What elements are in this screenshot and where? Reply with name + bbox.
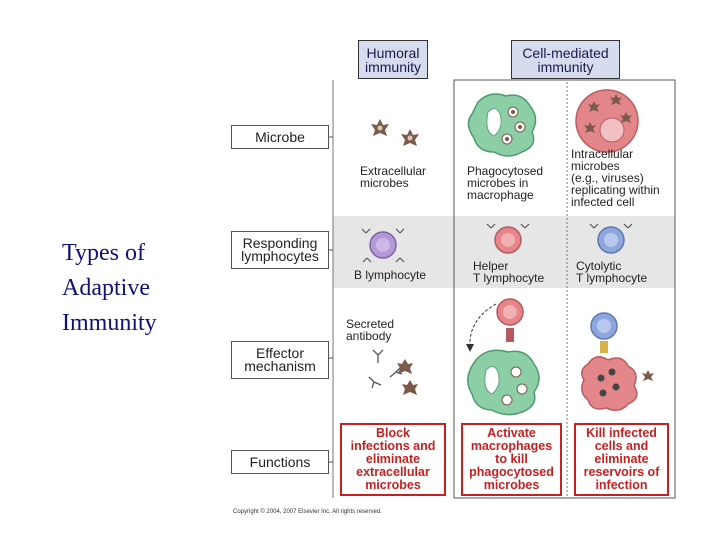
extracellular-microbe-icon <box>371 119 389 136</box>
function-cytolytic: Kill infected cells and eliminate reserv… <box>574 423 669 496</box>
extracellular-microbe-icon <box>401 129 419 146</box>
released-microbe-icon <box>642 370 654 381</box>
cell-mediated-immunity-header: Cell-mediated immunity <box>511 40 620 79</box>
activated-t-cell-icon <box>496 298 524 342</box>
caption-phagocytosed-microbes: Phagocytosed microbes in macrophage <box>467 164 544 202</box>
caption-extracellular-microbes: Extracellular microbes <box>360 164 427 190</box>
row-label-microbe: Microbe <box>231 125 329 149</box>
cytolytic-t-lymphocyte-icon <box>589 223 633 254</box>
cell-mediated-panel <box>453 79 676 499</box>
function-humoral: Block infections and eliminate extracell… <box>340 423 446 496</box>
neutralized-microbe-icon <box>402 380 418 395</box>
function-helper: Activate macrophages to kill phagocytose… <box>461 423 562 496</box>
copyright-text: Copyright © 2004, 2007 Elsevier Inc. All… <box>233 509 382 515</box>
dying-infected-cell-icon <box>581 356 638 411</box>
caption-cytolytic-t-lymphocyte: Cytolytic T lymphocyte <box>576 259 648 285</box>
row-label-effector-mechanism: Effector mechanism <box>231 341 329 379</box>
neutralized-microbe-icon <box>397 359 413 374</box>
macrophage-icon <box>467 93 537 157</box>
caption-intracellular-microbes: Intracellular microbes (e.g., viruses) r… <box>571 147 660 209</box>
b-lymphocyte-icon <box>361 228 405 263</box>
humoral-immunity-header: Humoral immunity <box>358 40 428 79</box>
ctl-attacking-icon <box>590 312 618 353</box>
activated-macrophage-icon <box>467 349 540 416</box>
slide-title: Types of Adaptive Immunity <box>62 240 157 336</box>
caption-secreted-antibody: Secreted antibody <box>346 317 395 343</box>
row-label-responding-lymphocytes: Responding lymphocytes <box>231 231 329 269</box>
caption-b-lymphocyte: B lymphocyte <box>354 268 427 282</box>
row-label-functions: Functions <box>231 450 329 474</box>
activation-arrow <box>469 303 497 349</box>
caption-helper-t-lymphocyte: Helper T lymphocyte <box>473 259 545 285</box>
helper-t-lymphocyte-icon <box>486 223 530 254</box>
secreted-antibody-icon <box>368 349 403 389</box>
infected-cell-icon <box>575 89 639 153</box>
